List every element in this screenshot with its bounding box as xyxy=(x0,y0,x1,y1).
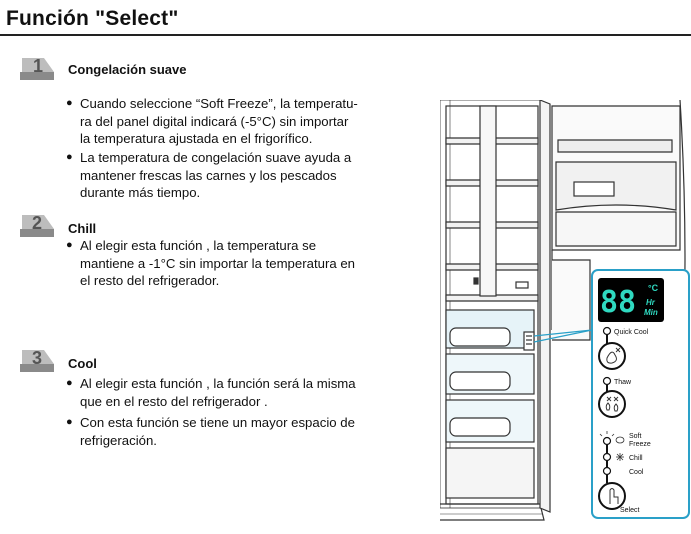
bullet-icon: ● xyxy=(66,377,73,389)
step-2-number: 2 xyxy=(32,215,42,233)
quick-cool-icon xyxy=(606,347,621,364)
thaw-icon xyxy=(605,396,619,412)
bullet-icon: ● xyxy=(66,239,73,251)
cool-led xyxy=(602,466,612,476)
step-2-heading: Chill xyxy=(68,221,97,236)
thaw-label: Thaw xyxy=(614,379,632,386)
step-2-bullet-1: ● Al elegir esta función , la temperatur… xyxy=(66,238,356,288)
step-1-badge: 1 xyxy=(20,58,54,80)
step-3-badge: 3 xyxy=(20,350,54,372)
display-digits: 88 xyxy=(600,285,636,320)
step-1-bullet-1: ● Cuando seleccione “Soft Freeze”, la te… xyxy=(66,96,358,146)
soft-label: Soft xyxy=(629,433,642,440)
display-min: Min xyxy=(644,308,658,317)
quick-cool-label: Quick Cool xyxy=(614,329,649,336)
step-3-heading: Cool xyxy=(68,356,97,371)
step-3-bullet-1: ● Al elegir esta función , la función se… xyxy=(66,376,356,409)
cool-label: Cool xyxy=(629,469,644,476)
select-label: Select xyxy=(620,507,640,514)
step-3-bullet-2: ● Con esta función se tiene un mayor esp… xyxy=(66,415,355,448)
fridge-interior xyxy=(440,100,545,521)
bullet-icon: ● xyxy=(66,151,73,163)
freeze-label: Freeze xyxy=(629,441,651,448)
soft-freeze-led xyxy=(602,436,612,446)
step-3-number: 3 xyxy=(32,350,42,368)
step-1-bullet-2: ● La temperatura de congelación suave ay… xyxy=(66,150,352,200)
finger-press-icon xyxy=(609,488,619,504)
step-1-number: 1 xyxy=(33,58,43,76)
title-rule xyxy=(0,34,691,36)
quick-cool-button xyxy=(598,342,626,370)
chill-icon xyxy=(616,453,624,461)
control-panel: 88 °C Hr Min Quick Cool Thaw xyxy=(591,269,690,519)
chill-label: Chill xyxy=(629,455,643,462)
refrigerator-illustration: 88 °C Hr Min Quick Cool Thaw xyxy=(440,100,690,521)
thaw-led xyxy=(602,376,612,386)
bullet-icon: ● xyxy=(66,97,73,109)
callout-line xyxy=(533,329,593,343)
thaw-button xyxy=(598,390,626,418)
fridge-door xyxy=(539,100,686,513)
soft-freeze-icon xyxy=(615,436,625,444)
quick-cool-led xyxy=(602,326,612,336)
step-1-heading: Congelación suave xyxy=(68,62,187,77)
bullet-icon: ● xyxy=(66,416,73,428)
temperature-display xyxy=(598,278,664,322)
display-hr: Hr xyxy=(646,298,656,307)
select-button xyxy=(598,482,626,510)
display-unit: °C xyxy=(648,283,659,293)
chill-led xyxy=(602,452,612,462)
step-2-badge: 2 xyxy=(20,215,54,237)
page-title: Función "Select" xyxy=(6,7,179,30)
soft-freeze-indicator-icon xyxy=(599,431,615,437)
